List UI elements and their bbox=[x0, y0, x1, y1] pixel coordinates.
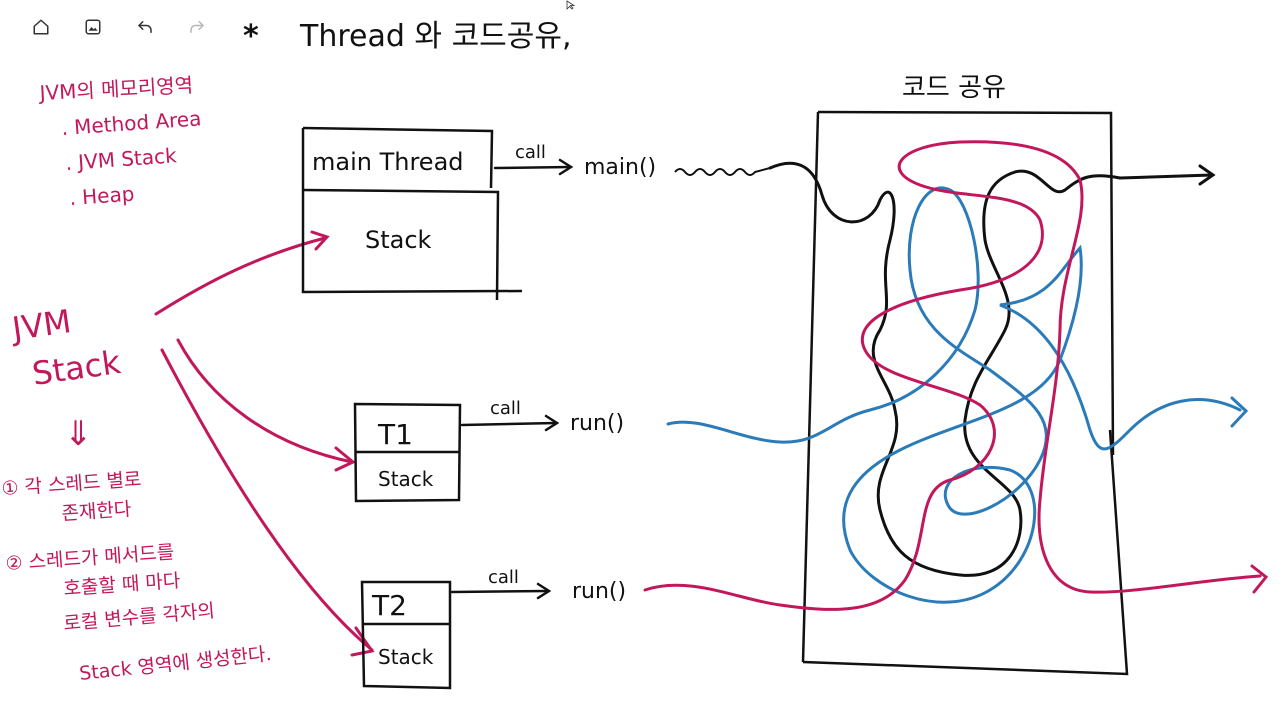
jvm-label: JVM bbox=[8, 302, 74, 348]
image-icon bbox=[85, 19, 101, 35]
main-call-arrow bbox=[493, 158, 574, 176]
note-line-1: ① 각 스레드 별로 bbox=[1, 468, 142, 500]
page-title: Thread 와 코드공유, bbox=[299, 19, 572, 54]
undo-icon bbox=[138, 21, 152, 33]
cursor-icon bbox=[566, 0, 576, 10]
code-box bbox=[801, 110, 1129, 676]
t2-call-label: call bbox=[488, 567, 519, 588]
t2-box bbox=[360, 580, 452, 690]
note-line-5: 로컬 변수를 각자의 bbox=[63, 600, 216, 635]
main-call-label: call bbox=[515, 142, 546, 163]
t2-exit-arrowhead bbox=[1250, 564, 1269, 594]
t2-thread-path bbox=[643, 140, 1262, 611]
t1-box bbox=[353, 402, 462, 503]
main-method: main() bbox=[584, 155, 656, 180]
memory-item-1: . Method Area bbox=[61, 106, 202, 140]
note-line-3: ② 스레드가 메서드를 bbox=[5, 541, 175, 575]
t2-header: T2 bbox=[371, 589, 407, 622]
main-thread-path bbox=[768, 161, 1214, 577]
stack-label: Stack bbox=[30, 343, 123, 393]
jvm-stack-arrows bbox=[154, 230, 375, 657]
t1-call-arrow bbox=[460, 414, 560, 432]
home-icon bbox=[33, 19, 49, 35]
redo-icon bbox=[190, 21, 204, 33]
toolbar bbox=[26, 14, 212, 40]
t1-method: run() bbox=[570, 411, 624, 436]
note-line-6: Stack 영역에 생성한다. bbox=[78, 643, 272, 685]
memory-item-3: . Heap bbox=[69, 182, 136, 210]
memory-heading: JVM의 메모리영역 bbox=[37, 73, 194, 105]
t2-call-arrow bbox=[450, 582, 552, 600]
home-button[interactable] bbox=[26, 14, 56, 40]
main-thread-box bbox=[301, 126, 523, 301]
main-squiggle bbox=[674, 167, 771, 176]
t2-stack: Stack bbox=[378, 645, 434, 669]
memory-item-2: . JVM Stack bbox=[65, 143, 178, 175]
t1-header: T1 bbox=[377, 418, 413, 451]
down-arrow: ⇓ bbox=[64, 414, 93, 454]
image-button[interactable] bbox=[78, 14, 108, 40]
main-exit-arrowhead bbox=[1198, 164, 1216, 186]
note-line-2: 존재한다 bbox=[61, 498, 132, 525]
title-star: * bbox=[243, 19, 259, 54]
t1-thread-path bbox=[666, 186, 1242, 604]
redo-button[interactable] bbox=[182, 14, 212, 40]
t2-method: run() bbox=[572, 579, 626, 604]
undo-button[interactable] bbox=[130, 14, 160, 40]
t1-call-label: call bbox=[490, 398, 521, 419]
t1-exit-arrowhead bbox=[1230, 396, 1249, 428]
main-thread-header: main Thread bbox=[312, 148, 464, 176]
main-thread-stack: Stack bbox=[365, 226, 432, 254]
code-box-title: 코드 공유 bbox=[902, 73, 1006, 103]
note-line-4: 호출할 때 마다 bbox=[63, 570, 181, 600]
t1-stack: Stack bbox=[378, 467, 434, 491]
